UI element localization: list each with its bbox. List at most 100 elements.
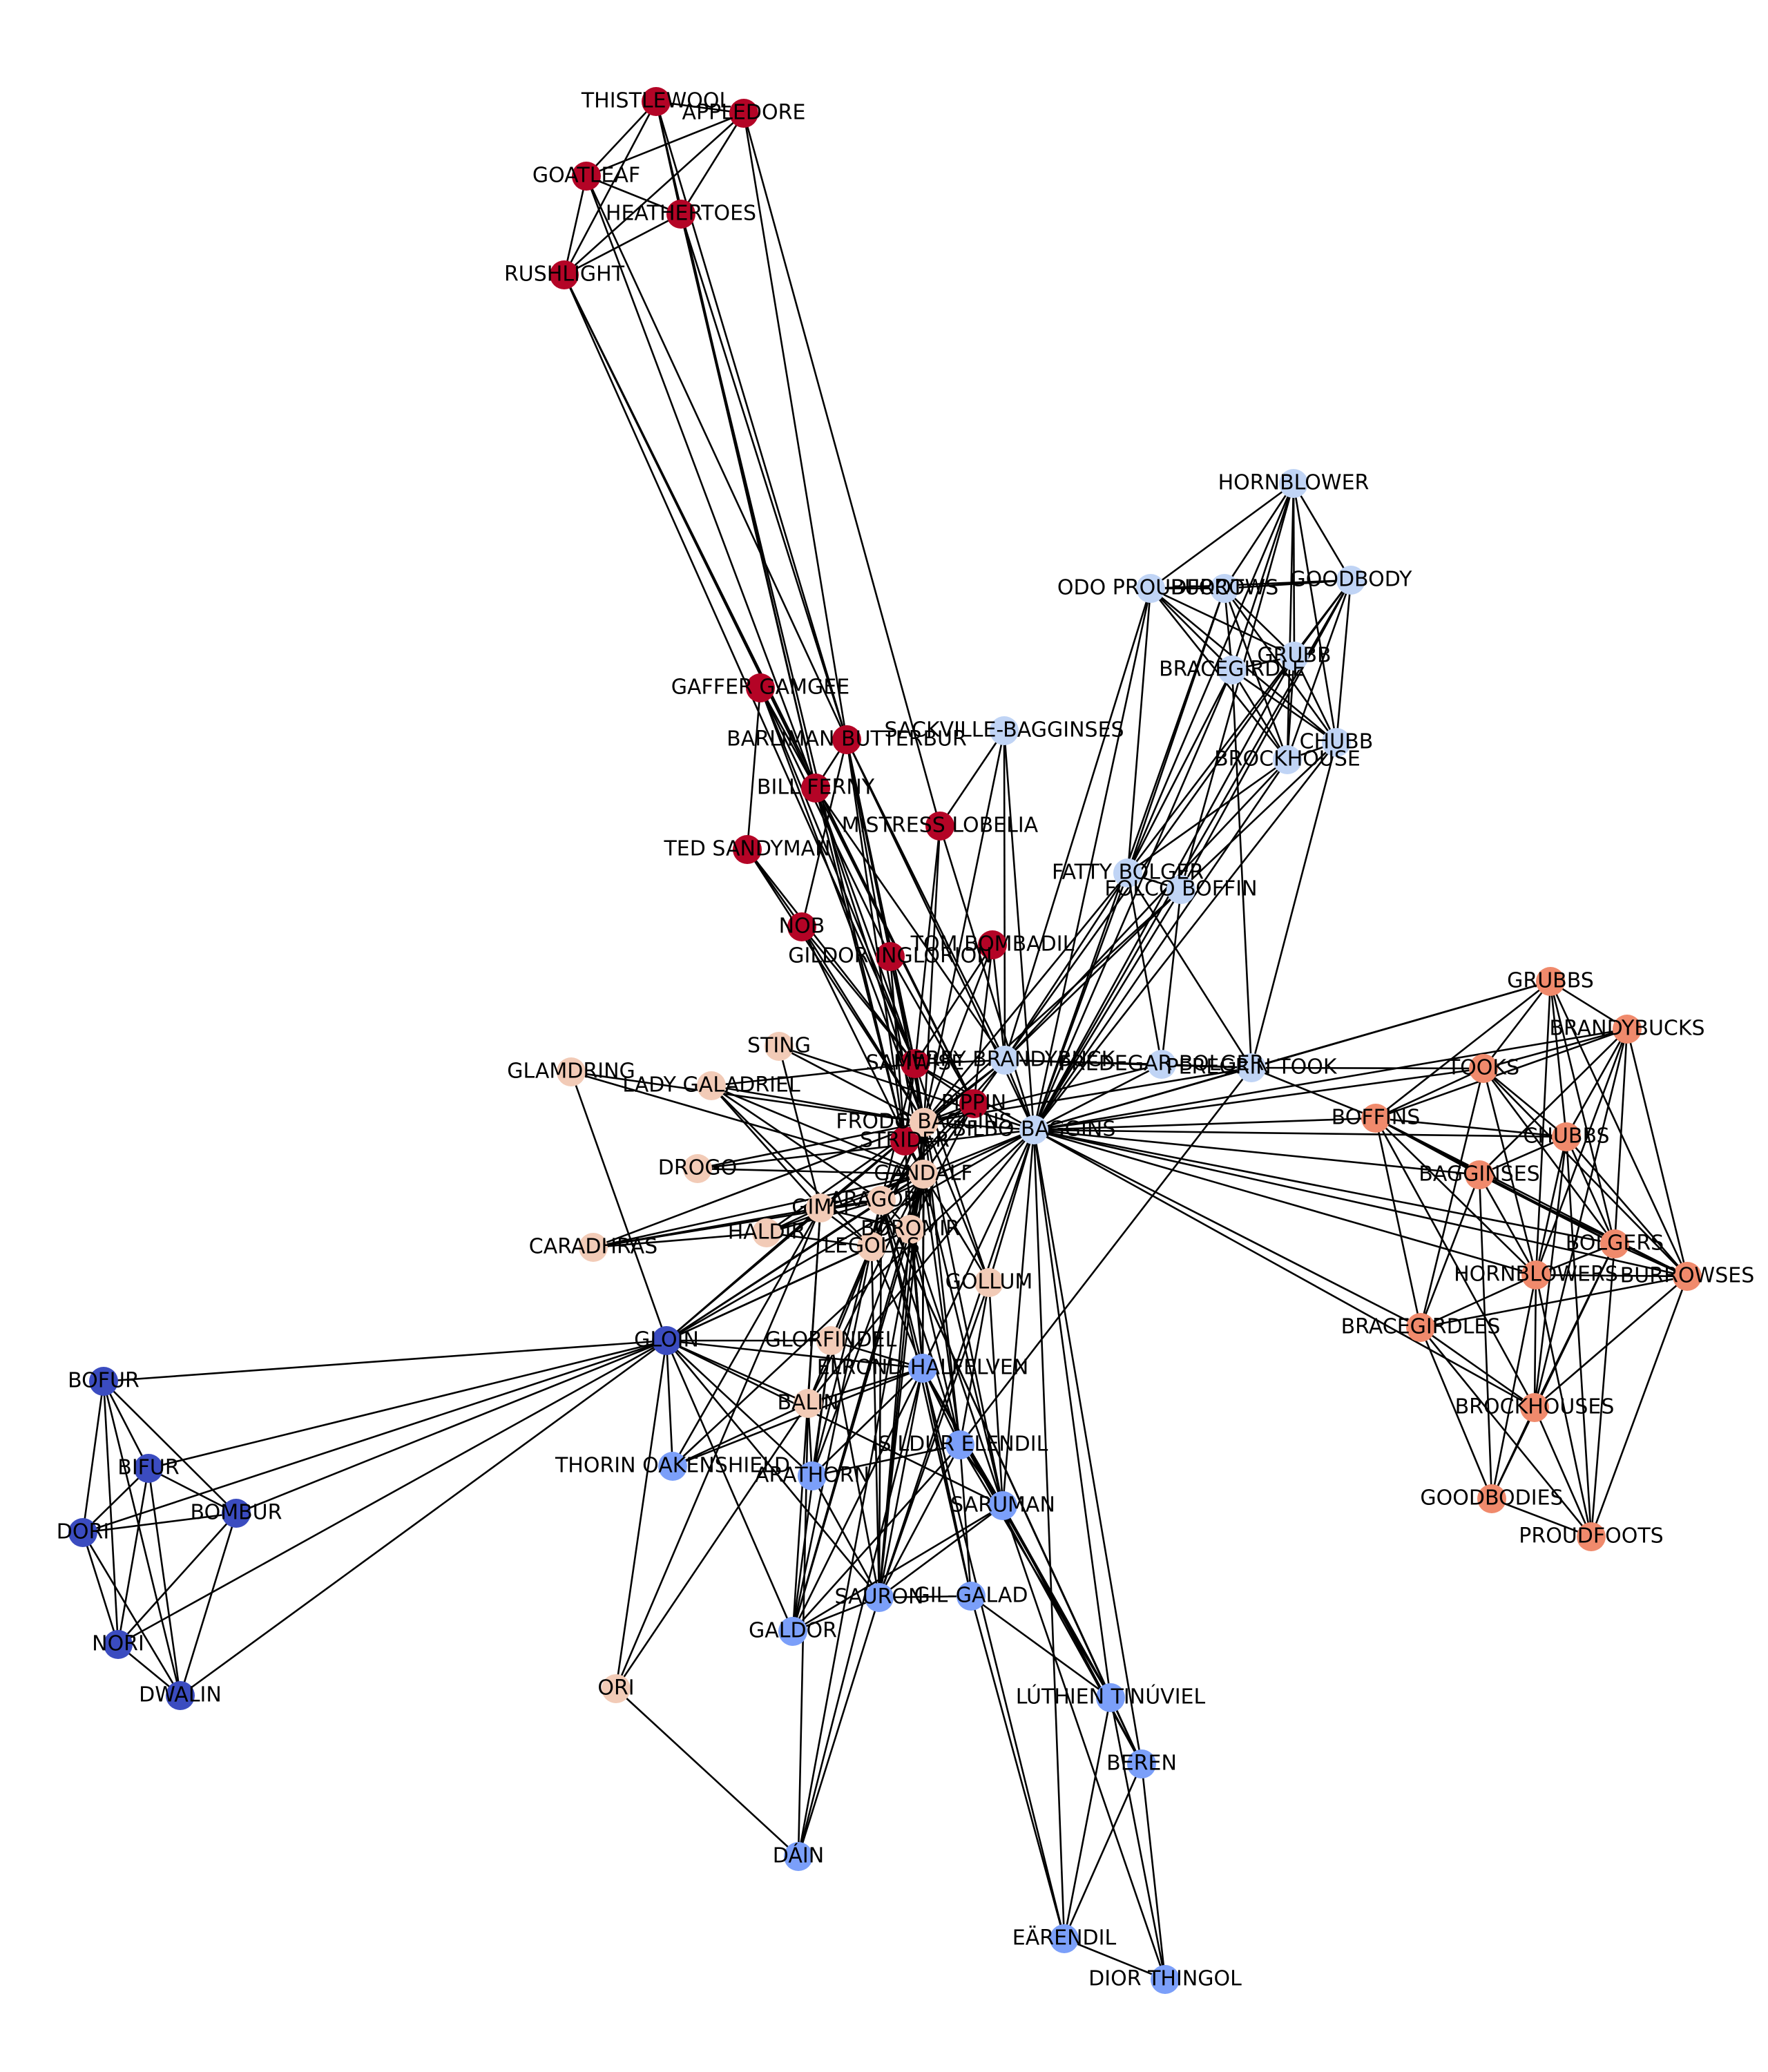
node-tooks[interactable] (1469, 1054, 1498, 1083)
node-gloin[interactable] (652, 1326, 681, 1355)
node-label-nori: NORI (92, 1632, 144, 1656)
edge-sauron-galdor (792, 1596, 880, 1633)
node-balin[interactable] (794, 1389, 823, 1418)
node-nori[interactable] (104, 1630, 133, 1659)
node-sackville[interactable] (990, 716, 1019, 745)
edge-bifur-bombur (148, 1467, 237, 1515)
node-isildur[interactable] (945, 1430, 974, 1459)
node-bracegirdle[interactable] (1218, 655, 1247, 684)
node-tombombadil[interactable] (978, 930, 1007, 959)
node-peregrin[interactable] (1237, 1053, 1266, 1082)
edge-tooks-boffins (1375, 1067, 1484, 1120)
node-dior[interactable] (1151, 1965, 1180, 1994)
node-thistlewool[interactable] (642, 87, 671, 116)
node-heathertoes[interactable] (666, 200, 695, 229)
node-gandalf[interactable] (909, 1160, 938, 1189)
node-folco[interactable] (1166, 875, 1195, 904)
node-appledore[interactable] (729, 99, 758, 128)
node-brandybucks[interactable] (1613, 1015, 1642, 1044)
edge-tombombadil-samwise (914, 944, 994, 1064)
node-dwalin[interactable] (166, 1681, 195, 1710)
node-goatleaf[interactable] (572, 162, 601, 191)
node-strider[interactable] (890, 1126, 919, 1155)
node-grubbs[interactable] (1536, 967, 1565, 996)
node-gaffer[interactable] (746, 673, 775, 702)
node-glamdring[interactable] (557, 1057, 586, 1086)
node-gilgalad[interactable] (957, 1582, 986, 1611)
node-bracegirdles[interactable] (1406, 1313, 1435, 1342)
node-caradhras[interactable] (579, 1233, 608, 1262)
node-merry[interactable] (990, 1046, 1019, 1075)
edge-boromir-isildur (909, 1229, 961, 1446)
node-glorfindel[interactable] (816, 1326, 845, 1355)
node-fatty[interactable] (1113, 858, 1142, 888)
node-odo[interactable] (1136, 574, 1165, 603)
edge-legolas-gloin (666, 1245, 872, 1342)
node-ted[interactable] (733, 835, 762, 864)
node-fredegar[interactable] (1147, 1050, 1176, 1079)
node-rushlight[interactable] (550, 260, 579, 289)
edge-chubbs-bolgers (1565, 1136, 1616, 1245)
node-saruman[interactable] (988, 1491, 1017, 1520)
node-bolgers[interactable] (1600, 1229, 1629, 1258)
node-beren[interactable] (1127, 1749, 1156, 1778)
node-chubbs[interactable] (1552, 1122, 1581, 1151)
node-chubb[interactable] (1322, 728, 1351, 757)
node-aragorn[interactable] (867, 1186, 896, 1215)
node-bifur[interactable] (134, 1454, 163, 1483)
edge-hornblower-burrows (1223, 483, 1295, 589)
node-sting[interactable] (765, 1032, 794, 1061)
node-hornblowers[interactable] (1521, 1260, 1550, 1289)
edge-goatleaf-rushlight (563, 175, 588, 276)
node-goodbodies[interactable] (1477, 1484, 1506, 1513)
node-bombur[interactable] (222, 1499, 251, 1528)
node-galadriel[interactable] (697, 1071, 726, 1100)
node-grubb[interactable] (1280, 642, 1309, 671)
node-bofur[interactable] (89, 1367, 118, 1396)
edge-gloin-bifur (148, 1339, 667, 1470)
node-burrows[interactable] (1210, 574, 1239, 603)
edge-gilgalad-earendil (970, 1595, 1066, 1939)
node-thorin[interactable] (658, 1452, 687, 1481)
node-gimli[interactable] (806, 1193, 835, 1222)
node-brockhouse[interactable] (1273, 745, 1302, 774)
edge-bilbo-bolgers (1033, 1129, 1615, 1245)
node-bilbo[interactable] (1019, 1115, 1048, 1144)
node-earendil[interactable] (1050, 1924, 1079, 1953)
node-gollum[interactable] (974, 1268, 1003, 1297)
node-nob[interactable] (787, 912, 816, 941)
node-pippin[interactable] (959, 1089, 988, 1118)
node-dori[interactable] (68, 1518, 97, 1547)
node-luthien[interactable] (1096, 1683, 1125, 1712)
node-drogo[interactable] (683, 1154, 712, 1183)
node-boromir[interactable] (896, 1215, 925, 1244)
node-barliman[interactable] (832, 725, 861, 754)
node-lobelia[interactable] (925, 812, 954, 841)
edge-bilbo-grubbs (1033, 980, 1551, 1131)
node-bagginses[interactable] (1465, 1160, 1494, 1189)
edge-gollum-sauron (878, 1282, 990, 1598)
node-gildor[interactable] (876, 942, 905, 971)
node-hornblower[interactable] (1279, 469, 1308, 498)
node-elrond[interactable] (908, 1354, 937, 1383)
node-samwise[interactable] (901, 1049, 930, 1078)
node-burrowses[interactable] (1673, 1262, 1702, 1291)
edge-glamdring-frodo (570, 1071, 925, 1124)
node-galdor[interactable] (778, 1617, 807, 1646)
node-proudfoots[interactable] (1577, 1522, 1606, 1551)
edge-bifur-dori (82, 1468, 149, 1533)
node-sauron[interactable] (865, 1583, 894, 1612)
node-goodbody[interactable] (1336, 566, 1365, 595)
node-haldir[interactable] (752, 1218, 781, 1247)
node-arathorn[interactable] (798, 1461, 827, 1490)
node-dain[interactable] (784, 1842, 813, 1871)
edge-hornblower-odo (1150, 482, 1294, 590)
node-ori[interactable] (602, 1674, 631, 1703)
node-brockhouses[interactable] (1520, 1393, 1549, 1422)
node-billferny[interactable] (801, 774, 830, 803)
node-frodo[interactable] (910, 1108, 939, 1137)
node-legolas[interactable] (857, 1232, 886, 1261)
node-boffins[interactable] (1361, 1104, 1390, 1133)
node-label-galdor: GALDOR (749, 1619, 837, 1643)
label-layer: THISTLEWOOLAPPLEDOREGOATLEAFHEATHERTOESR… (57, 89, 1754, 1991)
